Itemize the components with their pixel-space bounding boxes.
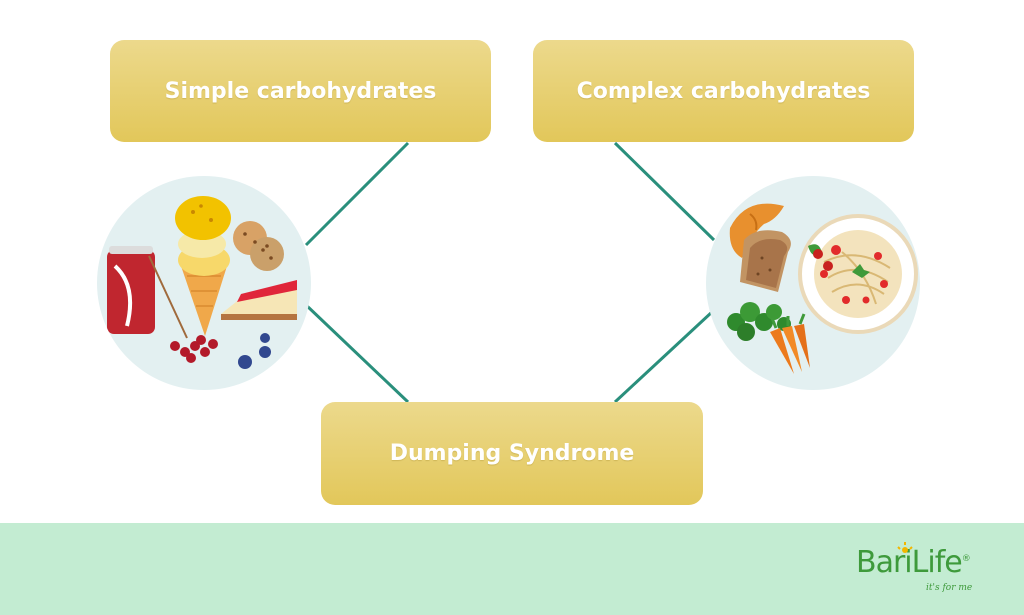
- carrots-icon: [770, 313, 810, 374]
- connector-food-to-dumping-left: [304, 303, 410, 404]
- sun-icon: [897, 542, 913, 553]
- logo-tagline: it's for me: [926, 583, 973, 593]
- simple-carbs-food-illustration: [97, 176, 311, 390]
- connector-complex-to-food: [613, 141, 716, 242]
- node-label: Complex carbohydrates: [576, 78, 871, 104]
- bread-slice-icon: [740, 230, 791, 292]
- node-label: Dumping Syndrome: [389, 441, 635, 466]
- pasta-plate-icon: [798, 214, 918, 334]
- croissant-icon: [729, 203, 784, 258]
- soda-can-icon: [107, 246, 188, 339]
- node-complex-carbohydrates: Complex carbohydrates: [533, 40, 914, 142]
- broccoli-icon: [727, 302, 791, 341]
- node-label: Simple carbohydrates: [164, 78, 437, 104]
- barilife-logo: BariLife® it's for me: [856, 542, 980, 605]
- blueberries-icon: [238, 333, 271, 369]
- logo-registered: ®: [961, 554, 971, 564]
- cheesecake-icon: [221, 280, 297, 320]
- logo-word-life: Life: [911, 545, 963, 580]
- node-dumping-syndrome: Dumping Syndrome: [321, 402, 703, 505]
- connector-simple-to-food: [304, 141, 410, 247]
- connector-food-to-dumping-right: [613, 310, 714, 404]
- footer-band: [0, 523, 1024, 615]
- complex-carbs-food-illustration: [706, 176, 920, 390]
- red-berries-icon: [170, 335, 218, 363]
- cookie-icon: [233, 221, 284, 271]
- node-simple-carbohydrates: Simple carbohydrates: [110, 40, 491, 142]
- ice-cream-cone-icon: [175, 196, 231, 336]
